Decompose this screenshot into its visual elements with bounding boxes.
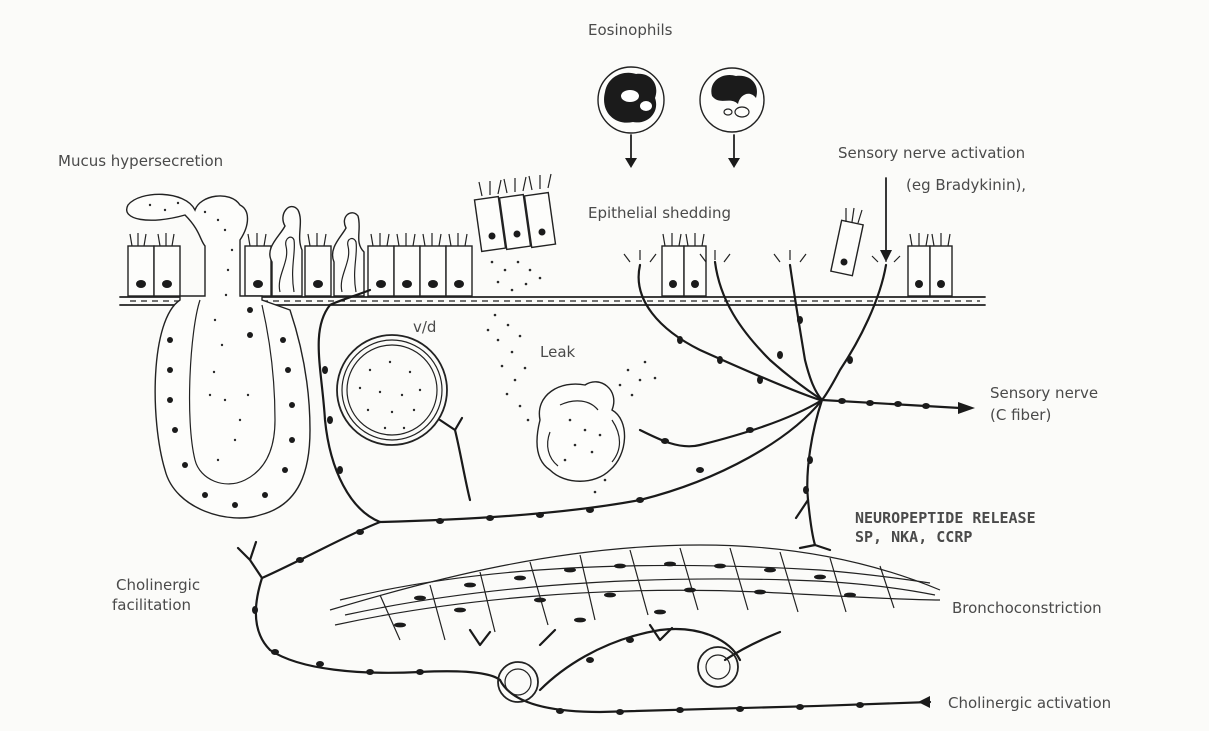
cholinergic-nerves	[238, 542, 930, 715]
vd-label: v/d	[413, 318, 436, 336]
eosinophils-label: Eosinophils	[588, 21, 673, 39]
cholinergic-facilitation-label-2: facilitation	[112, 596, 191, 614]
cholinergic-facilitation-label-1: Cholinergic	[116, 576, 200, 594]
sensory-activation-label: Sensory nerve activation	[838, 144, 1025, 162]
c-fiber-label: (C fiber)	[990, 406, 1051, 424]
leak-label: Leak	[540, 343, 576, 361]
bronchoconstriction-label: Bronchoconstriction	[952, 599, 1102, 617]
neuropeptide-list-label: SP, NKA, CCRP	[855, 528, 972, 546]
bradykinin-arrow	[880, 178, 892, 262]
eosinophil-cells	[598, 67, 764, 133]
epithelium-left	[128, 207, 472, 296]
smooth-muscle	[330, 545, 940, 640]
blood-vessel	[337, 335, 447, 445]
neuropeptide-release-label: NEUROPEPTIDE RELEASE	[855, 509, 1036, 527]
bradykinin-label: (eg Bradykinin),	[906, 176, 1026, 194]
leak-dots	[487, 261, 542, 422]
epithelial-shedding-label: Epithelial shedding	[588, 204, 731, 222]
sensory-nerve-label: Sensory nerve	[990, 384, 1098, 402]
cholinergic-activation-label: Cholinergic activation	[948, 694, 1111, 712]
shed-epithelium	[474, 174, 555, 251]
eosinophil-arrows	[625, 135, 740, 168]
mucus-hypersecretion-label: Mucus hypersecretion	[58, 152, 223, 170]
leaking-venule	[537, 361, 656, 494]
